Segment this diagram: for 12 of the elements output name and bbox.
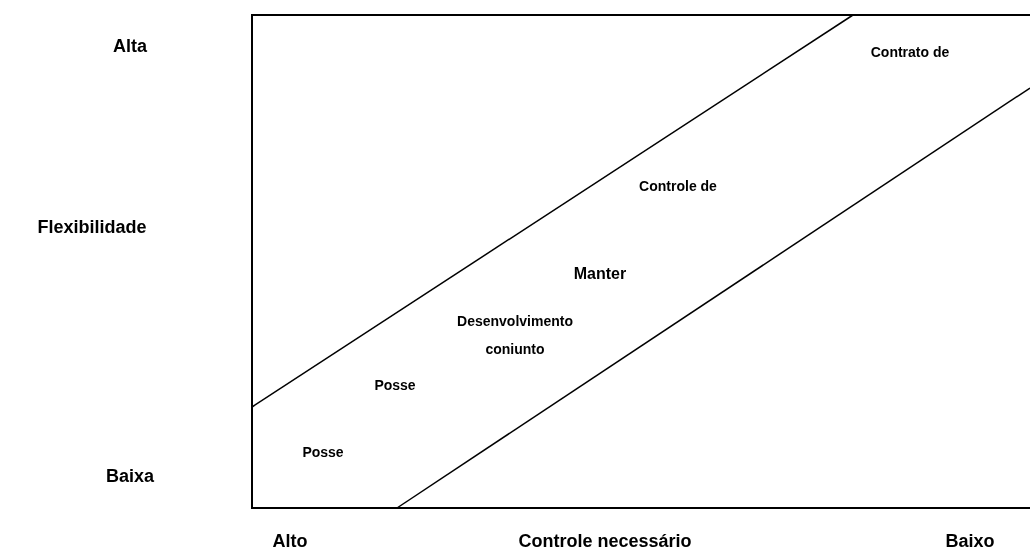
axis-label: Contrato de — [869, 43, 951, 62]
axis-label: Posse — [301, 443, 345, 462]
axis-label: Desenvolvimento coniunto — [456, 312, 574, 359]
axis-label: Alta — [112, 35, 148, 58]
axis-label: Posse — [373, 376, 417, 395]
axis-label: Baixa — [104, 465, 155, 488]
axis-label: Manter — [572, 264, 628, 284]
axis-label: Controle de — [638, 177, 718, 196]
axis-label: Flexibilidade — [36, 216, 148, 239]
axis-label: Baixo — [944, 530, 996, 553]
axis-label: Alto — [271, 530, 309, 553]
axis-label: Controle necessário — [517, 530, 693, 553]
